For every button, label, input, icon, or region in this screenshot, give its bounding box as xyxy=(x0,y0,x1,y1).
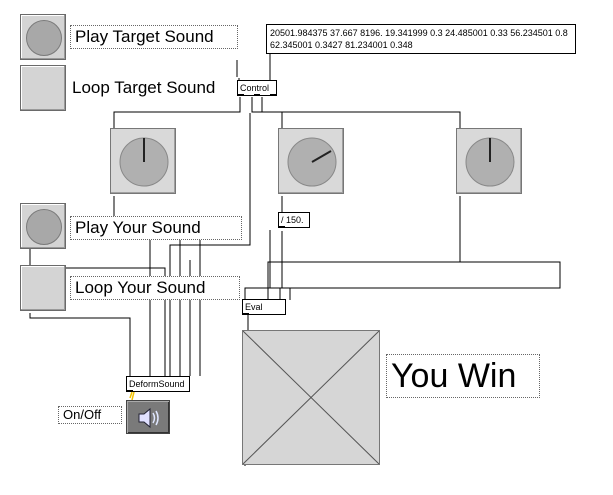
loop-target-label: Loop Target Sound xyxy=(68,77,238,101)
divide-outlet[interactable] xyxy=(279,226,285,228)
control-object-label: Control xyxy=(240,83,270,93)
dial-right-knob xyxy=(465,137,515,187)
empty-image-icon xyxy=(242,330,380,465)
loop-target-toggle[interactable] xyxy=(20,65,66,111)
divide-object[interactable]: / 150. xyxy=(278,212,310,228)
dial-middle[interactable] xyxy=(278,128,344,194)
divide-object-label: / 150. xyxy=(281,215,304,225)
play-icon xyxy=(26,20,62,56)
control-outlet-1[interactable] xyxy=(238,94,244,96)
loop-your-toggle[interactable] xyxy=(20,265,66,311)
dial-middle-knob xyxy=(287,137,337,187)
result-image-placeholder xyxy=(242,330,380,465)
control-outlet-3[interactable] xyxy=(270,94,276,96)
play-target-label: Play Target Sound xyxy=(70,25,238,49)
eval-outlet[interactable] xyxy=(243,313,249,315)
control-outlet-2[interactable] xyxy=(254,94,260,96)
parameter-message-box[interactable]: 20501.984375 37.667 8196. 19.341999 0.3 … xyxy=(266,24,576,54)
onoff-label: On/Off xyxy=(58,406,122,424)
dial-right[interactable] xyxy=(456,128,522,194)
eval-object-label: Eval xyxy=(245,302,263,312)
play-icon xyxy=(26,209,62,245)
control-object[interactable]: Control xyxy=(237,80,277,96)
eval-object[interactable]: Eval xyxy=(242,299,286,315)
deform-sound-object[interactable]: DeformSound xyxy=(126,376,190,392)
loop-your-label: Loop Your Sound xyxy=(70,276,240,300)
speaker-icon xyxy=(138,407,159,429)
play-your-label: Play Your Sound xyxy=(70,216,242,240)
dial-left[interactable] xyxy=(110,128,176,194)
deform-sound-label: DeformSound xyxy=(129,379,185,389)
dial-left-knob xyxy=(119,137,169,187)
play-target-button[interactable] xyxy=(20,14,66,60)
dac-toggle-button[interactable] xyxy=(126,400,170,434)
you-win-message: You Win xyxy=(386,354,540,398)
deform-sound-outlet[interactable] xyxy=(127,390,133,392)
play-your-button[interactable] xyxy=(20,203,66,249)
